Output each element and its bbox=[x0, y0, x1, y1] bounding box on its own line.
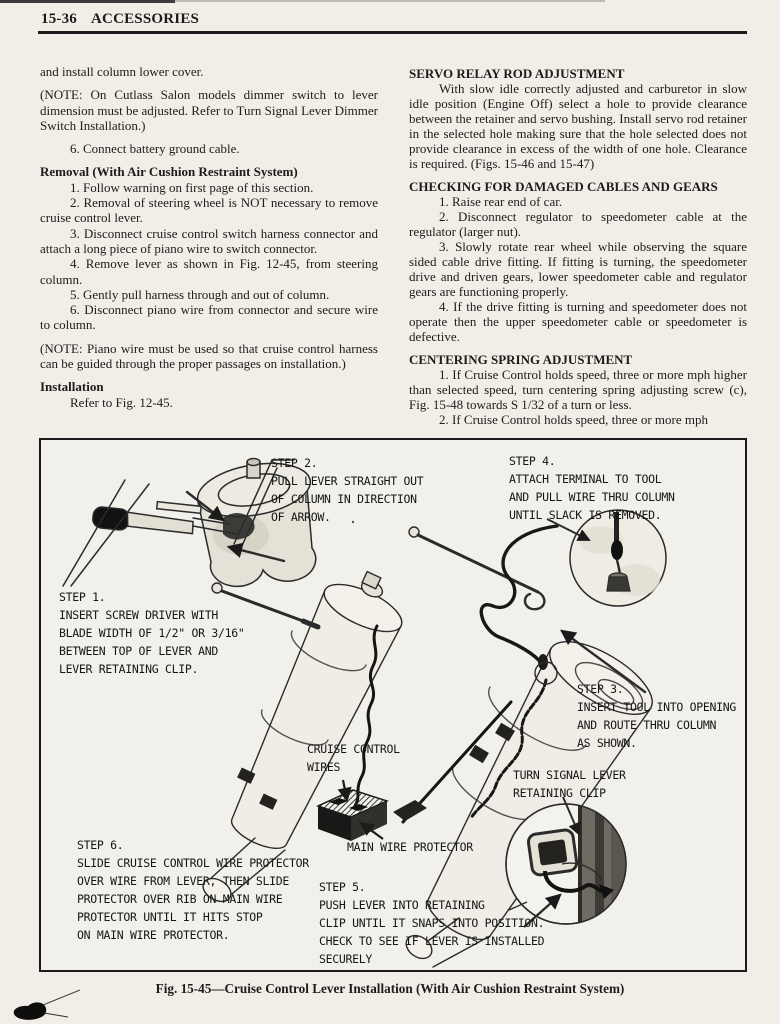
centering-heading: CENTERING SPRING ADJUSTMENT bbox=[409, 352, 633, 367]
callout-step1: STEP 1. INSERT SCREW DRIVER WITH BLADE W… bbox=[59, 590, 245, 676]
hook-tool-handle bbox=[408, 526, 420, 538]
callout-step3: STEP 3. INSERT TOOL INTO OPENING AND ROU… bbox=[577, 682, 736, 750]
installation-heading: Installation bbox=[40, 379, 104, 395]
centering-step: 1. If Cruise Control holds speed, three … bbox=[409, 367, 747, 412]
scan-edge-artifact bbox=[175, 0, 605, 2]
callout-step6: STEP 6. SLIDE CRUISE CONTROL WIRE PROTEC… bbox=[77, 838, 309, 942]
pull-wire bbox=[479, 524, 559, 666]
removal-heading: Removal (With Air Cushion Restraint Syst… bbox=[40, 164, 298, 180]
routed-wire bbox=[469, 678, 548, 820]
servo-paragraph: With slow idle correctly adjusted and ca… bbox=[409, 81, 747, 171]
steering-column-top-drawing bbox=[62, 457, 355, 588]
arrow-pull-direction bbox=[226, 542, 286, 563]
arrow-insertion-point bbox=[185, 490, 225, 522]
callout-step4: STEP 4. ATTACH TERMINAL TO TOOL AND PULL… bbox=[509, 454, 675, 522]
removal-step: 2. Removal of steering wheel is NOT nece… bbox=[40, 195, 378, 226]
section-title: ACCESSORIES bbox=[91, 11, 200, 27]
centering-step: 2. If Cruise Control holds speed, three … bbox=[439, 412, 708, 427]
figure-line-art bbox=[62, 457, 667, 968]
figure-caption: Fig. 15-45—Cruise Control Lever Installa… bbox=[155, 981, 625, 996]
callout-main-wire-protector: MAIN WIRE PROTECTOR bbox=[347, 840, 473, 854]
scan-edge-artifact bbox=[0, 0, 175, 3]
checking-step: 1. Raise rear end of car. bbox=[439, 194, 563, 209]
terminal-inset-drawing bbox=[546, 509, 667, 607]
note-dimmer-switch: (NOTE: On Cutlass Salon models dimmer sw… bbox=[40, 87, 378, 133]
callout-turn-signal-clip: TURN SIGNAL LEVER RETAINING CLIP bbox=[513, 768, 626, 800]
servo-heading: SERVO RELAY ROD ADJUSTMENT bbox=[409, 66, 625, 81]
removal-step: 3. Disconnect cruise control switch harn… bbox=[40, 225, 378, 256]
callout-step2: STEP 2. PULL LEVER STRAIGHT OUT OF COLUM… bbox=[271, 456, 424, 524]
removal-step: 6. Disconnect piano wire from connector … bbox=[40, 302, 378, 333]
callout-step5: STEP 5. PUSH LEVER INTO RETAINING CLIP U… bbox=[319, 880, 545, 966]
checking-heading: CHECKING FOR DAMAGED CABLES AND GEARS bbox=[409, 179, 718, 194]
note-piano-wire: (NOTE: Piano wire must be used so that c… bbox=[40, 340, 378, 372]
step-connect-battery: 6. Connect battery ground cable. bbox=[70, 141, 240, 157]
checking-step: 3. Slowly rotate rear wheel while observ… bbox=[409, 239, 747, 299]
removal-step: 1. Follow warning on first page of this … bbox=[70, 179, 314, 195]
page-number: 15-36 bbox=[41, 11, 77, 27]
left-column: and install column lower cover. (NOTE: O… bbox=[40, 64, 378, 410]
checking-step: 2. Disconnect regulator to speedometer c… bbox=[409, 209, 747, 239]
removal-step: 4. Remove lever as shown in Fig. 12-45, … bbox=[40, 256, 378, 287]
arrow-main-protector bbox=[359, 821, 384, 840]
header-rule bbox=[38, 31, 747, 34]
arrow-step3-opening bbox=[560, 629, 647, 694]
retaining-clip-inset-drawing bbox=[505, 796, 627, 928]
ink-smudge-artifact bbox=[13, 989, 81, 1020]
installation-text: Refer to Fig. 12-45. bbox=[70, 394, 173, 410]
page-header: 15-36 ACCESSORIES bbox=[41, 11, 199, 28]
arrow-step4-terminal bbox=[546, 518, 591, 541]
checking-step: 4. If the drive fitting is turning and s… bbox=[409, 299, 747, 344]
arrow-turn-signal-clip bbox=[562, 796, 581, 836]
arrow-step5-clip bbox=[523, 893, 562, 928]
callout-cruise-control-wires: CRUISE CONTROL WIRES bbox=[307, 742, 400, 774]
steering-column-right-drawing bbox=[393, 524, 653, 968]
removal-step: 5. Gently pull harness through and out o… bbox=[70, 286, 330, 302]
screwdriver-tip bbox=[211, 582, 223, 594]
paragraph-continuation: and install column lower cover. bbox=[40, 64, 204, 79]
figure-15-45: STEP 1. INSERT SCREW DRIVER WITH BLADE W… bbox=[39, 438, 747, 972]
cruise-wire-harness bbox=[353, 624, 379, 808]
right-column: SERVO RELAY ROD ADJUSTMENT With slow idl… bbox=[409, 66, 747, 427]
arrow-cruise-wires bbox=[337, 779, 352, 803]
steering-column-middle-drawing bbox=[202, 570, 403, 903]
wire-protector-drawing bbox=[316, 779, 389, 841]
